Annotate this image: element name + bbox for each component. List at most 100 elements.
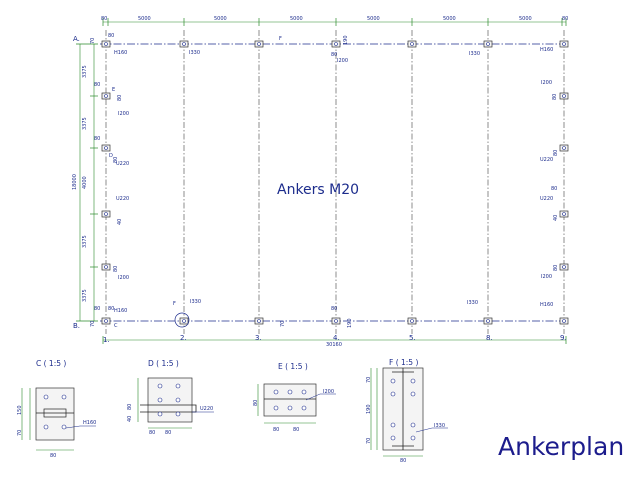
profile-label: I330: [190, 299, 201, 305]
anchor-marker: [101, 317, 111, 325]
anchor-marker: [559, 40, 569, 48]
detail-dim: 80: [127, 404, 133, 410]
detail-callout-circle: [174, 312, 190, 328]
small-dim: 80: [331, 306, 337, 312]
detail-f: F ( 1:5 ) 70 190 70 80 I330: [366, 358, 448, 464]
left-dim: 3375: [82, 65, 88, 78]
anchor-marker: [483, 317, 493, 325]
small-dim: 80: [553, 150, 559, 156]
small-dim: 40: [117, 219, 123, 225]
bottom-dimension: 30160: [102, 336, 567, 348]
small-dim: 80: [552, 94, 558, 100]
detail-dim: 80: [50, 453, 56, 459]
callout-letter: F: [173, 301, 176, 307]
profile-label: I330: [189, 50, 200, 56]
detail-dim: 190: [366, 404, 372, 414]
detail-title: D ( 1:5 ): [148, 359, 179, 368]
detail-dim: 80: [293, 427, 299, 433]
left-dim: 4000: [82, 176, 88, 189]
edge-dim: 70: [90, 38, 96, 44]
profile-label: I330: [469, 51, 480, 57]
top-dimension-chain: 80 5000 5000 5000 5000 5000 5000 80: [101, 16, 568, 26]
plan-profile-labels: H160 I330 I330 H160 I200 U220 U220 I200 …: [114, 47, 553, 314]
detail-title: F ( 1:5 ): [389, 358, 418, 367]
profile-label: H160: [114, 308, 127, 314]
profile-label: I200: [337, 58, 348, 64]
left-dimension-chain: 3375 3375 4000 3375 3375 18000 70 70: [72, 38, 98, 327]
profile-label: H160: [540, 47, 553, 53]
col-label: 8.: [486, 334, 493, 342]
detail-dim: 70: [366, 377, 372, 383]
small-dim: 190: [343, 35, 349, 45]
plan-title: Ankerplan: [498, 432, 624, 461]
profile-label: I200: [118, 275, 129, 281]
left-total-dim: 18000: [72, 174, 78, 190]
left-dim: 3375: [82, 117, 88, 130]
profile-label: U220: [540, 157, 553, 163]
detail-profile: U220: [200, 406, 213, 412]
top-dim: 5000: [367, 16, 380, 22]
anchor-markers: [101, 40, 569, 325]
profile-label: H160: [540, 302, 553, 308]
col-label: 9.: [560, 334, 567, 342]
row-label-a: A.: [73, 35, 80, 43]
left-dim: 3375: [82, 289, 88, 302]
small-dim: 80: [113, 157, 119, 163]
callout-letter: C: [114, 323, 118, 329]
anchor-marker: [483, 40, 493, 48]
col-label: 3.: [255, 334, 262, 342]
plan-small-dims: 80 80 80 80 80 80 80 80 190 190 70 80 40…: [94, 33, 559, 328]
top-dim: 5000: [214, 16, 227, 22]
bottom-total-dim: 30160: [326, 342, 342, 348]
small-dim: 80: [94, 306, 100, 312]
anchor-marker: [559, 210, 569, 218]
center-anchor-label: Ankers M20: [277, 182, 359, 198]
top-dim: 5000: [138, 16, 151, 22]
profile-label: U220: [116, 161, 129, 167]
small-dim: 80: [108, 33, 114, 39]
small-dim: 70: [280, 321, 286, 327]
profile-label: H160: [114, 50, 127, 56]
detail-dim: 70: [17, 430, 23, 436]
top-dim: 80: [562, 16, 568, 22]
small-dim: 80: [94, 82, 100, 88]
row-label-b: B.: [73, 322, 80, 330]
detail-title: C ( 1:5 ): [36, 359, 66, 368]
small-dim: 80: [117, 95, 123, 101]
edge-dim: 70: [90, 321, 96, 327]
detail-profile: I200: [323, 389, 334, 395]
callout-letter: D: [109, 153, 113, 159]
detail-dim: 80: [253, 400, 259, 406]
top-dim: 5000: [290, 16, 303, 22]
detail-dim: 80: [165, 430, 171, 436]
profile-label: I200: [118, 111, 129, 117]
anchor-marker: [559, 317, 569, 325]
anchor-marker: [179, 40, 189, 48]
anchor-marker: [331, 40, 341, 48]
detail-dim: 150: [17, 405, 23, 415]
callout-letter: F: [279, 36, 282, 42]
detail-title: E ( 1:5 ): [278, 362, 308, 371]
small-dim: 80: [553, 265, 559, 271]
anchor-marker: [101, 92, 111, 100]
main-plan: 80 5000 5000 5000 5000 5000 5000 80 3375…: [72, 16, 568, 348]
col-label: 2.: [180, 334, 187, 342]
anchor-marker: [101, 144, 111, 152]
anchor-marker: [101, 210, 111, 218]
anchor-marker: [101, 40, 111, 48]
detail-e: E ( 1:5 ) 80 80 80 I200: [253, 362, 336, 433]
top-dim: 5000: [443, 16, 456, 22]
anchor-marker: [254, 40, 264, 48]
anchor-marker: [179, 317, 189, 325]
detail-profile: I330: [434, 423, 445, 429]
profile-label: U220: [540, 196, 553, 202]
profile-label: U220: [116, 196, 129, 202]
profile-label: I330: [467, 300, 478, 306]
small-dim: 80: [331, 52, 337, 58]
detail-dim: 80: [273, 427, 279, 433]
anchor-marker: [559, 263, 569, 271]
top-dim: 5000: [519, 16, 532, 22]
profile-label: I200: [541, 274, 552, 280]
profile-label: I200: [541, 80, 552, 86]
